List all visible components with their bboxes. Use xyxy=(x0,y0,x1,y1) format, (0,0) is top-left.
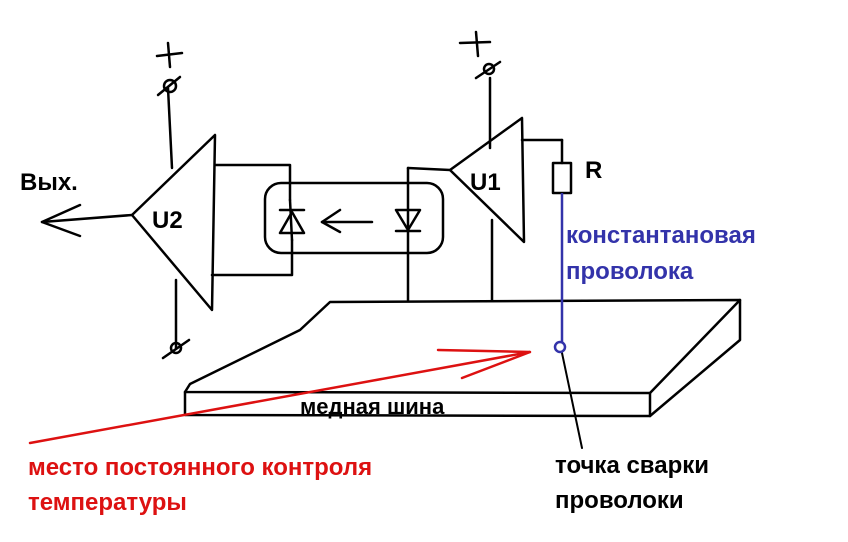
weld-label-line2: проволоки xyxy=(555,487,684,514)
resistor-label: R xyxy=(585,157,602,184)
control-label-line1: место постоянного контроля xyxy=(28,454,372,481)
optocoupler xyxy=(263,166,445,302)
output-label: Вых. xyxy=(20,169,78,196)
busbar-label: медная шина xyxy=(300,394,445,419)
u2-plus-terminal xyxy=(155,41,184,97)
weld-pointer xyxy=(561,352,583,449)
wire-label-line1: константановая xyxy=(566,222,756,249)
u2-label: U2 xyxy=(152,207,183,234)
u2-minus-terminal xyxy=(161,338,191,360)
u1-plus-terminal xyxy=(458,30,502,80)
amplifier-u2 xyxy=(40,86,294,350)
control-arrow xyxy=(28,348,532,445)
control-label-line2: температуры xyxy=(28,489,187,516)
resistor-r xyxy=(551,161,573,195)
wire-label-line2: проволока xyxy=(566,258,694,285)
u1-label: U1 xyxy=(470,169,501,196)
constantan-wire xyxy=(553,193,567,354)
amplifier-u1 xyxy=(406,76,564,302)
weld-label-line1: точка сварки xyxy=(555,452,709,479)
copper-busbar xyxy=(183,298,742,418)
